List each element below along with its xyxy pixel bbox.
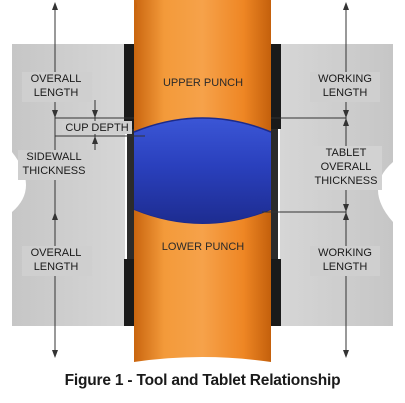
sidewall-thickness-line2: THICKNESS [23, 165, 86, 177]
arrow-down-icon [92, 110, 98, 118]
arrow-up-icon [343, 212, 349, 220]
arrow-up-icon [92, 136, 98, 144]
tablet-overall-thickness-line3: THICKNESS [315, 175, 378, 187]
overall-length-top-line2: LENGTH [34, 87, 79, 99]
cup-depth-label: CUP DEPTH [65, 122, 128, 134]
tablet [134, 118, 271, 224]
sidewall-thickness-line1: SIDEWALL [26, 151, 81, 163]
arrow-up-icon [343, 2, 349, 10]
overall-length-top-line1: OVERALL [31, 73, 82, 85]
arrow-up-icon [343, 118, 349, 126]
lower-punch [134, 210, 271, 362]
arrow-down-icon [343, 204, 349, 212]
arrow-up-icon [52, 212, 58, 220]
arrow-down-icon [343, 110, 349, 118]
die-wall-left-bottom [124, 259, 134, 326]
die-wall-right-mid [271, 129, 278, 259]
arrow-up-icon [52, 2, 58, 10]
working-length-top-line2: LENGTH [323, 87, 368, 99]
die-wall-right-bottom [271, 259, 281, 326]
working-length-top-line1: WORKING [318, 73, 372, 85]
arrow-down-icon [52, 350, 58, 358]
working-length-bottom-line2: LENGTH [323, 261, 368, 273]
arrow-down-icon [343, 350, 349, 358]
upper-punch-label: UPPER PUNCH [163, 77, 243, 89]
arrow-down-icon [52, 110, 58, 118]
die-wall-left-mid [127, 129, 134, 259]
overall-length-bottom-line2: LENGTH [34, 261, 79, 273]
die-wall-left-top [124, 44, 134, 129]
die-wall-right-top [271, 44, 281, 129]
tablet-overall-thickness-line2: OVERALL [321, 161, 372, 173]
working-length-bottom-line1: WORKING [318, 247, 372, 259]
tablet-overall-thickness-line1: TABLET [326, 147, 367, 159]
overall-length-bottom-line1: OVERALL [31, 247, 82, 259]
tool-tablet-diagram: OVERALL LENGTH CUP DEPTH SIDEWALL THICKN… [12, 0, 393, 362]
lower-punch-label: LOWER PUNCH [162, 241, 245, 253]
upper-punch [134, 0, 271, 132]
figure-caption: Figure 1 - Tool and Tablet Relationship [64, 372, 341, 389]
